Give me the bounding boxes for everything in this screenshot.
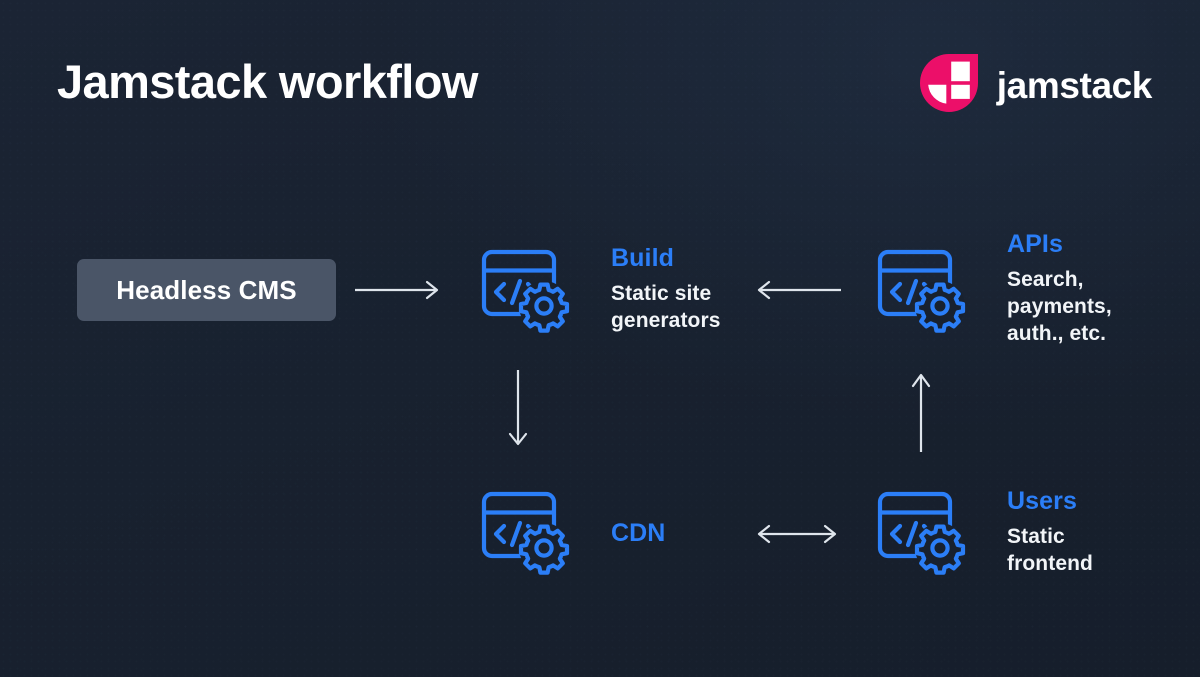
node-build-title: Build: [611, 244, 674, 272]
apis-code-window-gear-icon: [872, 246, 968, 334]
node-users-subtitle-line2: frontend: [1007, 551, 1093, 575]
node-apis-subtitle-line3: auth., etc.: [1007, 321, 1107, 345]
cdn-code-window-gear-icon: [476, 488, 572, 576]
build-code-window-gear-icon: [476, 246, 572, 334]
jamstack-logo-icon: [918, 52, 980, 119]
page-title: Jamstack workflow: [57, 55, 478, 108]
node-build-subtitle-line1: Static site: [611, 281, 712, 305]
arrow-build-to-cdn: [506, 370, 530, 450]
node-apis-subtitle-line2: payments,: [1007, 294, 1112, 318]
node-users-text: Users Static frontend: [1007, 487, 1093, 578]
node-apis-subtitle: Search, payments, auth., etc.: [1007, 267, 1112, 348]
node-users-subtitle: Static frontend: [1007, 524, 1093, 578]
brand-lockup: jamstack: [918, 52, 1152, 119]
node-cdn-text: CDN: [611, 519, 665, 548]
node-build-subtitle-line2: generators: [611, 308, 721, 332]
node-headless-cms-label: Headless CMS: [116, 274, 297, 305]
node-build-text: Build Static site generators: [611, 244, 721, 335]
node-headless-cms: Headless CMS: [77, 259, 336, 321]
node-cdn-title: CDN: [611, 519, 666, 547]
node-users-title: Users: [1007, 487, 1077, 515]
users-code-window-gear-icon: [872, 488, 968, 576]
arrow-apis-to-build: [753, 278, 841, 302]
node-apis-text: APIs Search, payments, auth., etc.: [1007, 230, 1112, 347]
arrow-users-to-apis: [909, 368, 933, 452]
node-apis-title: APIs: [1007, 230, 1063, 258]
arrow-cdn-users-bidirectional: [753, 522, 841, 546]
node-build-subtitle: Static site generators: [611, 281, 721, 335]
node-users-subtitle-line1: Static: [1007, 524, 1065, 548]
node-apis-subtitle-line1: Search,: [1007, 267, 1084, 291]
arrow-cms-to-build: [355, 278, 443, 302]
brand-wordmark: jamstack: [996, 64, 1153, 106]
